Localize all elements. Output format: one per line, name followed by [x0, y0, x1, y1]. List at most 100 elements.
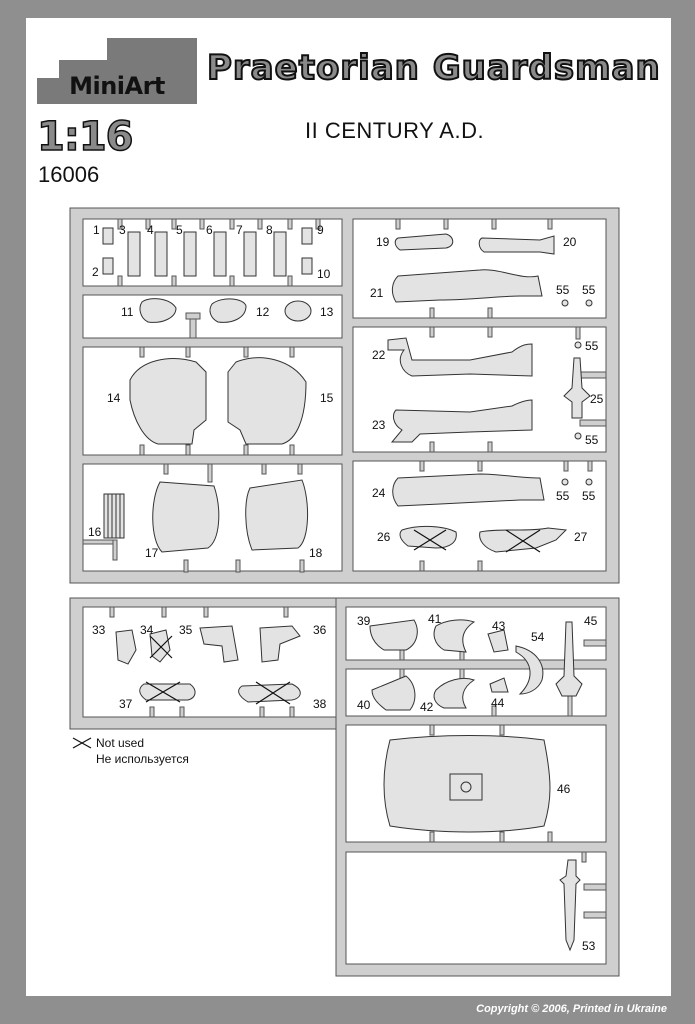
label-19: 19	[376, 235, 390, 249]
label-55: 55	[585, 433, 599, 447]
part-8	[273, 231, 287, 277]
label-5: 5	[176, 223, 183, 237]
part-54	[515, 645, 544, 695]
label-41: 41	[428, 612, 442, 626]
part-2	[102, 257, 114, 275]
miniart-logo: MiniArt	[37, 38, 197, 104]
shield-boss	[449, 773, 483, 801]
label-21: 21	[370, 286, 384, 300]
part-39	[369, 619, 418, 651]
part-12	[209, 298, 247, 323]
logo-notch-inner	[59, 60, 107, 78]
part-5	[183, 231, 197, 277]
logo-text: MiniArt	[69, 72, 165, 100]
label-44: 44	[491, 696, 505, 710]
label-2: 2	[92, 265, 99, 279]
part-36	[259, 625, 301, 663]
part-21	[391, 269, 543, 303]
part-37	[139, 683, 196, 701]
label-23: 23	[372, 418, 386, 432]
legend-not-used-en: Not used	[96, 736, 145, 750]
label-10: 10	[317, 267, 331, 281]
label-17: 17	[145, 546, 159, 560]
label-9: 9	[317, 223, 324, 237]
part-17	[152, 481, 220, 553]
label-16: 16	[88, 525, 102, 539]
label-34: 34	[140, 623, 154, 637]
part-15	[227, 357, 307, 445]
part-22	[387, 337, 533, 377]
part-11	[139, 298, 177, 323]
upper-sprue-frame	[69, 207, 620, 584]
part-55	[585, 478, 593, 486]
part-6	[213, 231, 227, 277]
part-55	[585, 299, 593, 307]
label-14: 14	[107, 391, 121, 405]
part-19	[394, 233, 454, 251]
kit-title: Praetorian Guardsman	[206, 47, 661, 89]
copyright: Copyright © 2006, Printed in Ukraine	[476, 1003, 667, 1015]
label-3: 3	[119, 223, 126, 237]
label-37: 37	[119, 697, 133, 711]
shield-boss-center	[460, 781, 472, 793]
part-7	[243, 231, 257, 277]
part-10	[301, 257, 313, 275]
label-40: 40	[357, 698, 371, 712]
lower-right-sprue-frame	[335, 597, 620, 977]
label-55: 55	[556, 283, 570, 297]
plastic-parts	[102, 227, 593, 952]
part-40-41-top	[433, 619, 476, 653]
label-35: 35	[179, 623, 193, 637]
not-used-marks	[145, 529, 541, 705]
part-33	[115, 629, 137, 665]
label-43: 43	[492, 619, 506, 633]
label-55: 55	[582, 489, 596, 503]
part-42	[433, 677, 476, 709]
label-24: 24	[372, 486, 386, 500]
label-55: 55	[585, 339, 599, 353]
part-55	[561, 299, 569, 307]
part-3	[127, 231, 141, 277]
label-55: 55	[582, 283, 596, 297]
label-38: 38	[313, 697, 327, 711]
label-39: 39	[357, 614, 371, 628]
label-26: 26	[377, 530, 391, 544]
part-9	[301, 227, 313, 245]
part-23	[390, 399, 533, 443]
part-4	[154, 231, 168, 277]
label-4: 4	[147, 223, 154, 237]
part-45	[555, 621, 583, 697]
part-27	[479, 527, 568, 553]
label-46: 46	[557, 782, 571, 796]
catalog-number: 16006	[38, 162, 100, 187]
part-18	[245, 479, 309, 551]
lower-left-sprue-frame	[69, 597, 347, 730]
label-22: 22	[372, 348, 386, 362]
label-13: 13	[320, 305, 334, 319]
legend-row-ru: Не используется	[72, 751, 189, 767]
part-38	[238, 683, 301, 703]
part-1	[102, 227, 114, 245]
part-53	[559, 859, 581, 952]
part-43	[487, 629, 509, 653]
part-40	[371, 675, 416, 711]
part-26	[399, 525, 457, 549]
part-numbers: 1 2 3 4 5 6 7 8 9 10 11 12 13 14 15 16 1…	[88, 223, 604, 953]
sprue-gates	[82, 218, 607, 919]
legend: Not used Не используется	[72, 735, 189, 767]
part-16	[103, 493, 125, 539]
label-33: 33	[92, 623, 106, 637]
cross-icon	[72, 737, 92, 749]
kit-subtitle: II CENTURY A.D.	[305, 118, 485, 143]
part-55	[561, 478, 569, 486]
label-42: 42	[420, 700, 434, 714]
part-24	[392, 473, 545, 507]
part-13	[284, 300, 312, 322]
label-12: 12	[256, 305, 270, 319]
part-20	[478, 235, 555, 255]
legend-row-en: Not used	[72, 735, 189, 751]
label-20: 20	[563, 235, 577, 249]
label-7: 7	[236, 223, 243, 237]
label-6: 6	[206, 223, 213, 237]
